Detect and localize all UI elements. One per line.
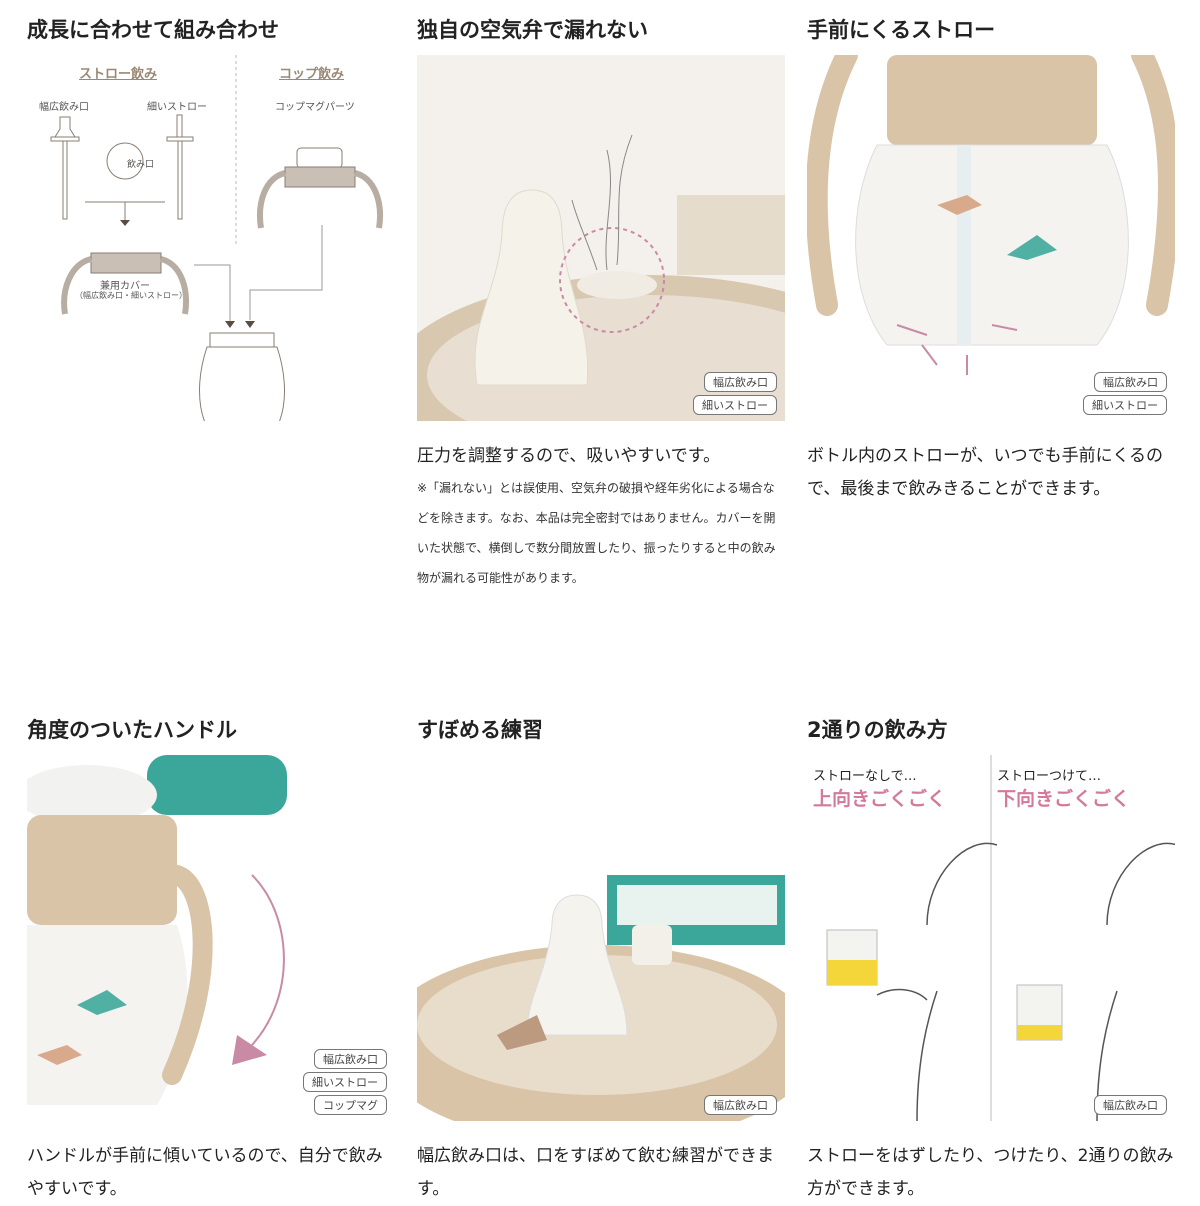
tag-list: 幅広飲み口 細いストロー コップマグ [303,1049,387,1115]
tag-list: 幅広飲み口 細いストロー [1083,372,1167,415]
feature-description: ハンドルが手前に傾いているので、自分で飲みやすいです。 [27,1146,383,1199]
cup-heading: コップ飲み [279,67,345,82]
feature-title: すぼめる練習 [417,718,543,742]
cover-sub-label: （幅広飲み口・細いストロー） [75,291,187,300]
tag-list: 幅広飲み口 [1094,1095,1167,1115]
diagram-lines [50,55,383,421]
wide-spout-label: 幅広飲み口 [39,102,89,113]
feature-description: ストローをはずしたり、つけたり、2通りの飲み方ができます。 [807,1146,1174,1199]
straw-heading: ストロー飲み [79,67,158,82]
combination-diagram: ストロー飲み コップ飲み 幅広飲み口 細いストロー コップマグパーツ 飲み口 兼… [27,55,395,421]
handle-illustration [27,755,287,1105]
left-emphasis: 上向きごくごく [813,788,947,810]
thin-straw-label: 細いストロー [147,102,207,113]
cup-parts-label: コップマグパーツ [275,102,355,113]
tag: 細いストロー [1083,395,1167,415]
feature-pucker: すぼめる練習 幅広飲み口 幅広飲み口は、口をすぼめて飲む練習ができます。 [417,715,785,1199]
cup-illustration [807,55,1175,375]
air-valve-photo: 幅広飲み口 細いストロー [417,55,785,421]
feature-description: 幅広飲み口は、口をすぼめて飲む練習ができます。 [417,1146,774,1199]
tag: 幅広飲み口 [704,372,777,392]
feature-title: 成長に合わせて組み合わせ [27,18,279,42]
feature-combination: 成長に合わせて組み合わせ ストロー飲み コップ飲み 幅広飲み口 細いストロー コ… [27,15,395,421]
baby-drinking-drawing [826,755,1175,1121]
spout-circle-label: 飲み口 [127,160,155,170]
handle-photo: 幅広飲み口 細いストロー コップマグ [27,755,395,1121]
right-caption: ストローつけて… [997,769,1102,784]
tag: 幅広飲み口 [1094,1095,1167,1115]
cover-label: 兼用カバー [100,281,150,292]
feature-handle: 角度のついたハンドル 幅広飲み口 細いストロー コップマグ ハンドルが手前に傾い… [27,715,395,1199]
two-ways-illustration: ストローなしで… 上向きごくごく ストローつけて… 下向きごくごく 幅広飲み口 [807,755,1175,1121]
tag: 細いストロー [303,1072,387,1092]
straw-photo: 幅広飲み口 細いストロー [807,55,1175,421]
feature-two-ways: 2通りの飲み方 ストローなしで… 上向きごくごく ストローつけて… 下向きごくご… [807,715,1175,1199]
feature-description: 圧力を調整するので、吸いやすいです。 ※「漏れない」とは誤使用、空気弁の破損や経… [417,440,785,593]
feature-title: 角度のついたハンドル [27,718,237,742]
tag: コップマグ [314,1095,387,1115]
tag: 幅広飲み口 [314,1049,387,1069]
tag: 細いストロー [693,395,777,415]
tag-list: 幅広飲み口 細いストロー [693,372,777,415]
right-caption-group: ストローつけて… 下向きごくごく [997,765,1130,811]
disclaimer-note: ※「漏れない」とは誤使用、空気弁の破損や経年劣化による場合などを除きます。なお、… [417,481,776,585]
feature-title: 独自の空気弁で漏れない [417,18,648,42]
description-text: 圧力を調整するので、吸いやすいです。 [417,446,721,466]
spout-illustration [417,875,785,1121]
feature-title: 2通りの飲み方 [807,718,948,742]
feature-air-valve: 独自の空気弁で漏れない 幅広飲み口 細いストロー 圧力を調整するので、吸いやすい… [417,15,785,585]
tag: 幅広飲み口 [704,1095,777,1115]
pucker-photo: 幅広飲み口 [417,755,785,1121]
feature-straw: 手前にくるストロー 幅広飲み口 細いストロー ボトル内のストローが、いつでも手前… [807,15,1175,499]
left-caption-group: ストローなしで… 上向きごくごく [813,765,946,811]
feature-description: ボトル内のストローが、いつでも手前にくるので、最後まで飲みきることができます。 [807,446,1163,499]
tag: 幅広飲み口 [1094,372,1167,392]
air-valve-illustration [417,55,785,421]
tag-list: 幅広飲み口 [704,1095,777,1115]
left-caption: ストローなしで… [813,769,917,784]
feature-title: 手前にくるストロー [807,18,996,42]
right-emphasis: 下向きごくごく [997,788,1131,810]
